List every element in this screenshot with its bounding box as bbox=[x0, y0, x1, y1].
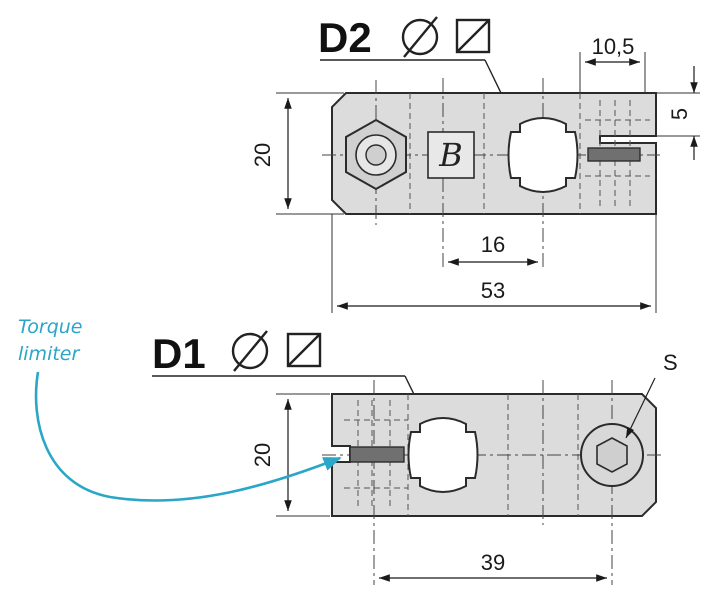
dim-top-center: 16 bbox=[448, 232, 538, 266]
svg-text:53: 53 bbox=[481, 278, 505, 303]
bottom-block-body bbox=[331, 393, 657, 517]
bottom-view: D1 bbox=[152, 330, 678, 585]
svg-text:5: 5 bbox=[667, 108, 692, 120]
annotation-line-2: limiter bbox=[18, 343, 80, 365]
top-torque-insert bbox=[587, 147, 641, 162]
bottom-view-label: D1 bbox=[152, 330, 206, 377]
square-symbol-icon bbox=[286, 332, 322, 368]
hex-socket-screw-icon bbox=[580, 423, 644, 487]
screw-label: S bbox=[625, 350, 678, 439]
annotation-line-1: Torque bbox=[18, 316, 83, 338]
svg-text:S: S bbox=[663, 350, 678, 375]
dim-top-width: 10,5 bbox=[579, 34, 646, 93]
svg-text:39: 39 bbox=[481, 550, 505, 575]
diameter-symbol-icon bbox=[401, 16, 439, 58]
brand-logo-icon: B bbox=[427, 131, 475, 179]
top-view-label: D2 bbox=[318, 14, 372, 61]
top-bore bbox=[507, 117, 579, 193]
square-symbol-icon bbox=[455, 18, 491, 54]
top-view: D2 bbox=[250, 14, 700, 313]
dim-top-total: 53 bbox=[331, 214, 657, 313]
svg-text:16: 16 bbox=[481, 232, 505, 257]
svg-text:20: 20 bbox=[250, 143, 275, 167]
annotation-arrow bbox=[34, 371, 342, 502]
svg-text:20: 20 bbox=[250, 443, 275, 467]
hex-nut-icon bbox=[345, 118, 407, 191]
bottom-bore bbox=[407, 417, 479, 493]
svg-text:B: B bbox=[438, 136, 463, 174]
dim-top-side: 5 bbox=[656, 66, 700, 160]
svg-text:10,5: 10,5 bbox=[592, 34, 635, 59]
diameter-symbol-icon bbox=[231, 330, 269, 372]
dim-bottom-height: 20 bbox=[250, 393, 330, 517]
dim-top-height: 20 bbox=[250, 92, 344, 215]
top-block-body bbox=[331, 92, 657, 215]
torque-limiter-annotation: Torque limiter bbox=[18, 316, 342, 502]
bottom-torque-insert bbox=[349, 446, 405, 463]
dim-bottom-width: 39 bbox=[379, 550, 607, 582]
